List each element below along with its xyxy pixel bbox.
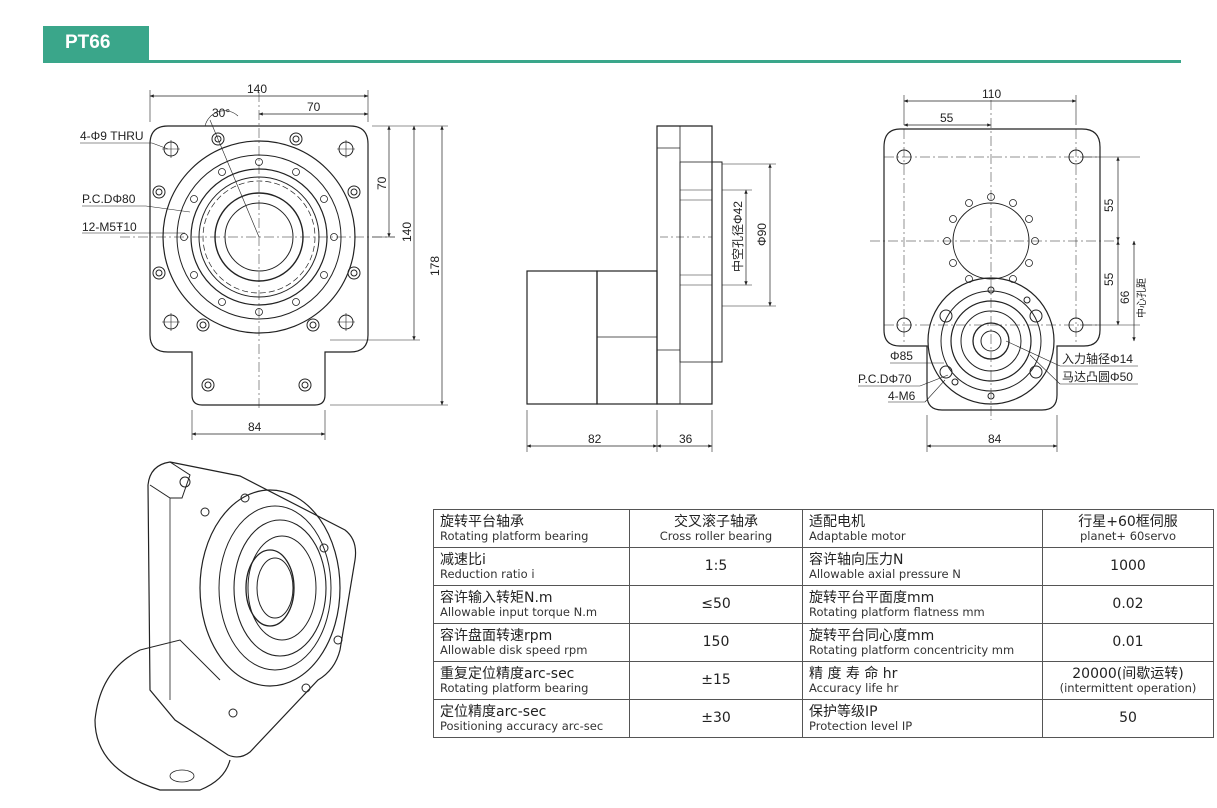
dim-70-side: 70 [375, 176, 389, 190]
spec-value: ±30 [629, 699, 803, 738]
spec-value: 0.01 [1042, 623, 1214, 662]
spec-value: ≤50 [629, 585, 803, 624]
isometric-view [94, 461, 357, 791]
pcd-80-label: P.C.DΦ80 [82, 192, 136, 206]
thru-holes [162, 140, 355, 331]
model-title: PT66 [65, 32, 111, 53]
center-distance-label: 中心孔距 [1135, 278, 1148, 318]
angle-30: 30° [212, 106, 230, 120]
spec-value: 50 [1042, 699, 1214, 738]
dim-82: 82 [588, 432, 602, 446]
dim-dia-90: Φ90 [755, 223, 769, 246]
dim-140-top: 140 [247, 82, 267, 96]
spec-value: 20000(间歇运转)(intermittent operation) [1042, 661, 1214, 700]
spec-value: ±15 [629, 661, 803, 700]
model-tab: PT66 [43, 26, 149, 60]
top-view [80, 90, 448, 440]
dim-84-motor-view: 84 [988, 432, 1002, 446]
input-shaft-label: 入力轴径Φ14 [1062, 351, 1133, 366]
spec-value: 1000 [1042, 547, 1214, 586]
pcd-70-label: P.C.DΦ70 [858, 372, 912, 386]
side-view [526, 125, 776, 452]
dim-55-upper: 55 [1102, 198, 1116, 212]
dim-55-lower: 55 [1102, 272, 1116, 286]
dim-36: 36 [679, 432, 693, 446]
dim-140-side: 140 [400, 222, 414, 242]
tapped-holes-label: 12-M5Ŧ10 [82, 220, 137, 234]
m6-label: 4-M6 [888, 389, 916, 403]
header-rule [43, 60, 1181, 63]
screw-heads [152, 132, 361, 392]
bore-diameter-label: 中空孔径Φ42 [730, 201, 745, 272]
spec-value: 0.02 [1042, 585, 1214, 624]
dimension-labels: 140 70 30° 4-Φ9 THRU P.C.DΦ80 12-M5Ŧ10 7… [80, 82, 1148, 446]
thru-holes-label: 4-Φ9 THRU [80, 129, 144, 143]
dim-70-top: 70 [307, 100, 321, 114]
dim-55-top: 55 [940, 111, 954, 125]
dim-84-top-view: 84 [248, 420, 262, 434]
dim-178: 178 [428, 256, 442, 276]
spec-value: 150 [629, 623, 803, 662]
dim-66: 66 [1118, 290, 1132, 304]
motor-view [858, 95, 1140, 452]
dim-110: 110 [982, 87, 1001, 101]
dia-85-label: Φ85 [890, 349, 913, 363]
motor-boss-label: 马达凸圆Φ50 [1062, 370, 1133, 384]
spec-value: 1:5 [629, 547, 803, 586]
